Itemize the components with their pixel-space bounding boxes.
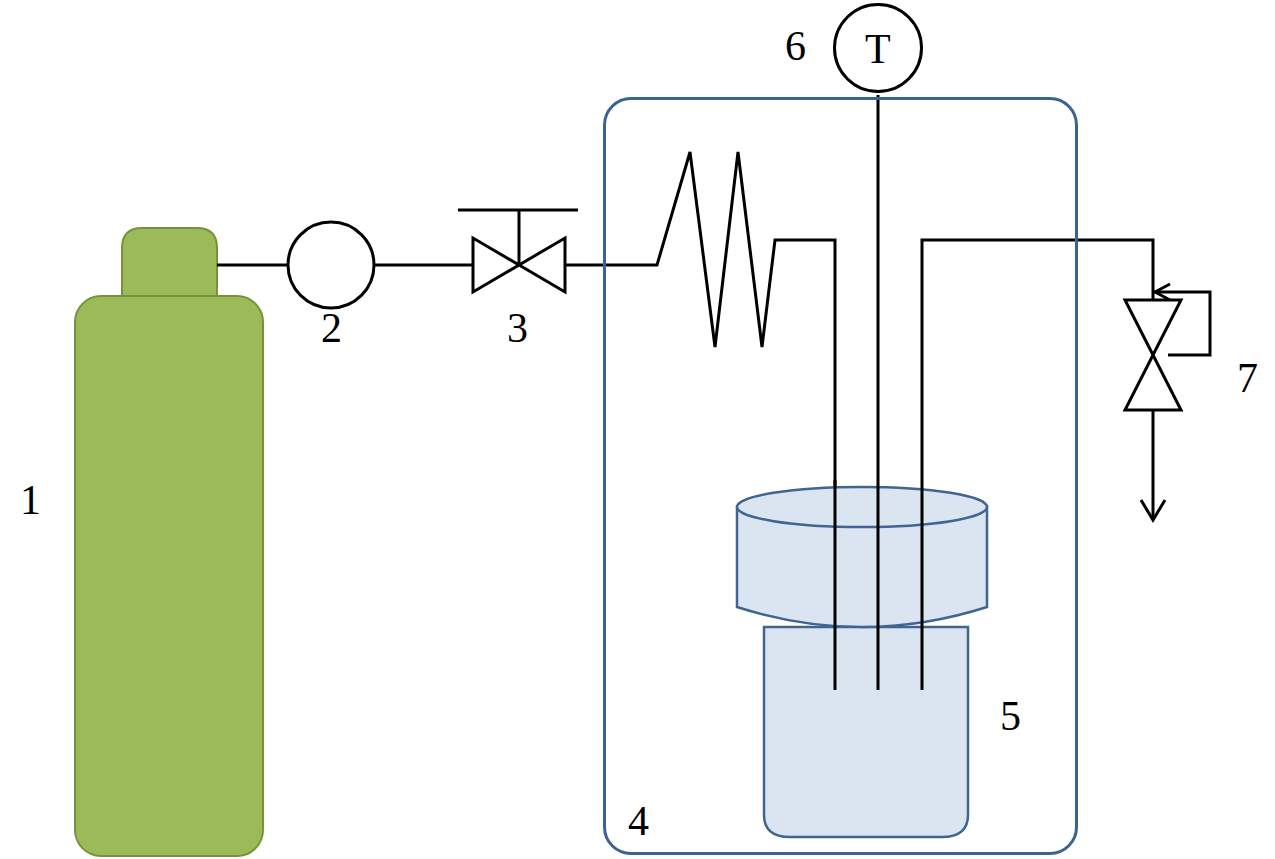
callout-number: 1: [20, 479, 41, 521]
reactor-vessel: [764, 627, 968, 837]
valve-bypass: [1153, 292, 1210, 355]
pressure-gauge: [288, 222, 374, 308]
callout-number: 5: [1000, 695, 1021, 737]
callout-number: 6: [785, 25, 806, 67]
thermostat-bath: 4: [603, 97, 1078, 855]
arrow-head: [1155, 284, 1170, 300]
outlet-pipe: [1152, 410, 1155, 518]
symbol-letter: T: [865, 28, 891, 70]
outlet-pipe: [922, 240, 1153, 690]
gas-cylinder: [75, 296, 263, 856]
thermometer-circle: T: [833, 3, 923, 93]
callout-number: 7: [1237, 357, 1258, 399]
thermocouple: [877, 95, 880, 690]
reactor-lid-top: [737, 487, 987, 527]
inlet-tube: [834, 480, 837, 690]
valve-stem: [518, 210, 521, 265]
arrow-head: [1141, 500, 1165, 520]
cylinder-valve-cap: [122, 228, 217, 298]
valve-handle: [458, 209, 578, 212]
pipe: [374, 264, 473, 267]
callout-number: 4: [628, 800, 649, 842]
callout-number: 2: [321, 307, 342, 349]
pipe: [217, 264, 288, 267]
callout-number: 3: [507, 307, 528, 349]
